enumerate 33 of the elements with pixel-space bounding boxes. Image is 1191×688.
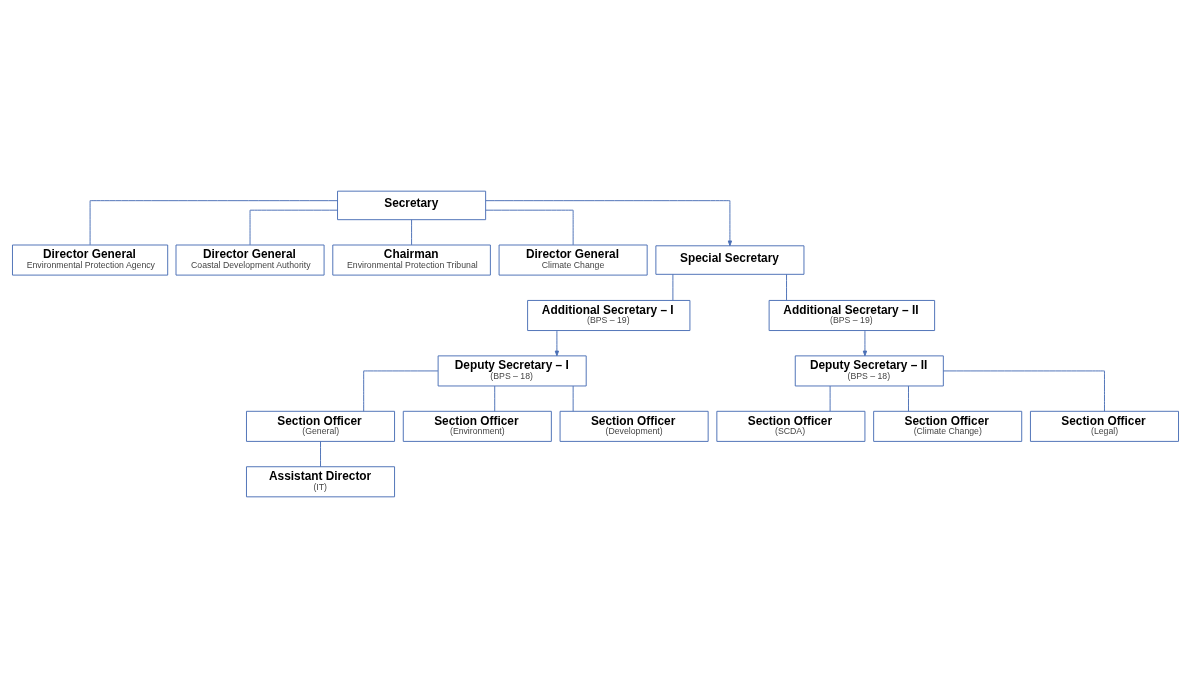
node-box: Secretary (337, 190, 487, 221)
connector (829, 385, 831, 412)
connector (942, 370, 1105, 412)
node-box: Section Officer (Legal) (1029, 410, 1179, 442)
arrow (862, 330, 868, 357)
connector (572, 385, 574, 412)
connector (363, 370, 439, 412)
node-box: Director General Environmental Protection Agency (12, 244, 169, 276)
connector (320, 441, 321, 468)
node-box: Deputy Secretary – II (BPS – 18) (794, 355, 944, 387)
connector (908, 385, 909, 412)
connector (485, 209, 574, 246)
node-box: Additional Secretary – II (BPS – 19) (768, 299, 936, 331)
node-box: Section Officer (Development) (559, 410, 709, 442)
node-box: Section Officer (Environment) (402, 410, 552, 442)
connector (249, 209, 338, 246)
node-box: Section Officer (Climate Change) (873, 410, 1023, 442)
connector (672, 273, 674, 301)
node-box: Chairman Environmental Protection Tribunal (332, 244, 491, 276)
node-box: Section Officer (General) (246, 410, 396, 442)
node-box: Assistant Director (IT) (246, 466, 396, 498)
node-box: Section Officer (SCDA) (716, 410, 866, 442)
connector (89, 200, 338, 246)
connector (786, 273, 787, 301)
node-box: Additional Secretary – I (BPS – 19) (527, 299, 691, 331)
node-box: Special Secretary (655, 245, 805, 275)
arrow (554, 330, 560, 357)
connector (411, 219, 413, 246)
connector (494, 385, 496, 412)
arrow (485, 200, 733, 247)
node-box: Director General Coastal Development Authority (175, 244, 325, 276)
node-box: Director General Climate Change (498, 244, 648, 276)
node-box: Deputy Secretary – I (BPS – 18) (437, 355, 587, 387)
